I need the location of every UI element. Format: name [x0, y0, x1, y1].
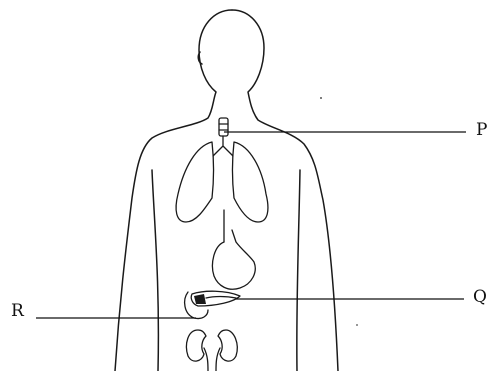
- right-kidney: [218, 330, 237, 361]
- right-lung: [233, 142, 268, 222]
- body-silhouette: [115, 10, 338, 371]
- left-torso-inner: [152, 170, 158, 371]
- body-outline: [115, 10, 232, 371]
- scan-speck: [356, 324, 358, 326]
- label-q: Q: [473, 289, 487, 306]
- left-kidney: [186, 330, 206, 361]
- stomach-body: [212, 230, 255, 289]
- pancreas-shading: [194, 294, 206, 304]
- ureters: [204, 348, 220, 371]
- right-torso-inner: [297, 170, 300, 371]
- pancreas-detail: [206, 297, 236, 299]
- trachea: [213, 118, 233, 156]
- kidneys: [186, 330, 237, 371]
- left-lung: [176, 142, 213, 222]
- label-p: P: [476, 122, 487, 139]
- body-outline-right: [232, 10, 338, 371]
- lungs: [176, 142, 268, 222]
- bronchi: [213, 136, 233, 156]
- pancreas: [185, 291, 240, 318]
- stomach: [212, 210, 255, 289]
- scan-speck: [320, 97, 322, 99]
- label-r: R: [11, 303, 24, 320]
- trachea-tube: [219, 118, 228, 136]
